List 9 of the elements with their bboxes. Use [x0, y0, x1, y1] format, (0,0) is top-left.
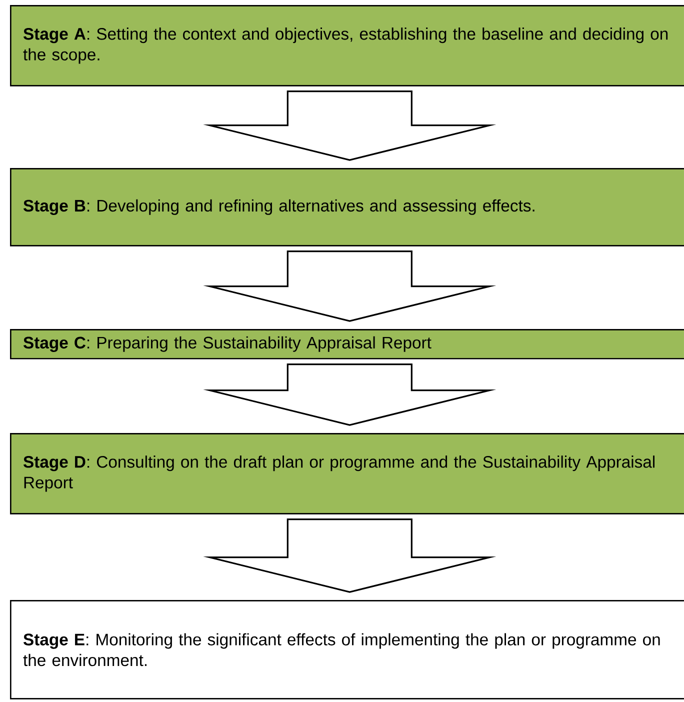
stage-box: Stage E: Monitoring the significant effects of implementing the plan or programme on the environment. [10, 600, 684, 700]
block-arrow [203, 250, 496, 322]
block-arrow [203, 518, 496, 593]
block-arrow [203, 363, 496, 426]
stage-box: Stage A: Setting the context and objectives, establishing the baseline and deciding on the scope. [10, 5, 684, 86]
stage-box: Stage B: Developing and refining alternatives and assessing effects. [10, 168, 684, 246]
stage-box: Stage D: Consulting on the draft plan or programme and the Sustainability Appraisal Report [10, 433, 684, 514]
stage-box: Stage C: Preparing the Sustainability Appraisal Report [10, 329, 684, 360]
block-arrow [203, 90, 496, 161]
